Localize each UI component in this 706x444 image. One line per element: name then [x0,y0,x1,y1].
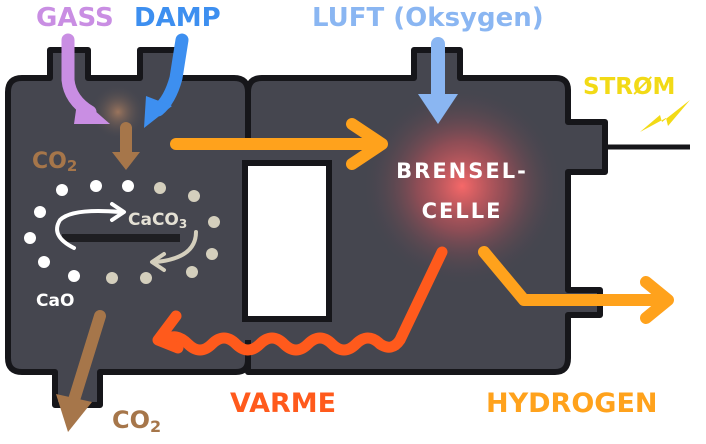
caco3-label: CaCO3 [128,210,187,231]
co2-out-arrow-head [56,394,92,432]
fuel-cell-label-line1: BRENSEL- [396,159,528,183]
hydrogen-arrow [478,246,666,306]
air-label: LUFT (Oksygen) [312,3,544,33]
fuel-cell-label-line2: CELLE [422,199,503,223]
cao-label: CaO [36,291,74,311]
calcium-cycle [24,180,220,284]
hydrogen-arrow-head [640,276,674,324]
heat-label: VARME [230,388,336,419]
air-arrow-head [418,94,458,124]
heat-arrow [160,246,448,356]
gas-arrow-head [74,96,110,124]
fuel-cell-glow [362,86,562,286]
cycle-arrow-down [154,230,198,264]
steam-label: DAMP [134,3,221,33]
gas-label: GASS [36,3,114,33]
co2-out-arrow [68,310,106,406]
cycle-arrow-up [55,209,122,250]
window-cutout [242,160,332,322]
hydrogen-label: HYDROGEN [486,388,658,419]
co2-out-label: CO2 [112,406,161,436]
steam-arrow-head [144,96,172,128]
co2-in-label: CO2 [32,149,77,175]
power-label: STRØM [583,74,675,100]
lightning-icon [640,100,690,132]
co2-in-arrow-head [112,152,140,170]
gas-to-fuelcell-arrow-head [346,118,388,170]
heat-arrow-head [152,310,184,354]
